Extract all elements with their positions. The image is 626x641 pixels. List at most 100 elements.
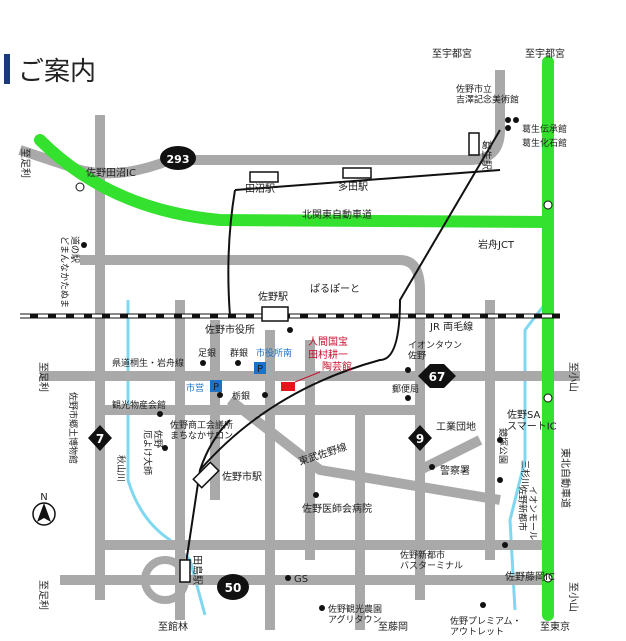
svg-text:佐野観光農園アグリタウン: 佐野観光農園アグリタウン <box>328 603 382 625</box>
svg-text:道の駅どまんなかたぬま: 道の駅どまんなかたぬま <box>59 236 81 308</box>
svg-text:佐野駅: 佐野駅 <box>258 291 288 303</box>
svg-text:50: 50 <box>225 581 242 595</box>
svg-text:佐野新都市バスターミナル: 佐野新都市バスターミナル <box>400 549 463 571</box>
railways <box>20 129 560 571</box>
svg-text:鏡塚公園: 鏡塚公園 <box>497 428 509 464</box>
svg-text:岩舟JCT: 岩舟JCT <box>478 238 515 251</box>
parking-icon-1 <box>254 362 266 374</box>
route-67-shield: 67 <box>418 364 456 388</box>
svg-text:至小山: 至小山 <box>567 582 579 612</box>
svg-text:至小山: 至小山 <box>567 362 579 392</box>
tobu-sano-line <box>199 129 501 471</box>
svg-text:至藤岡: 至藤岡 <box>378 621 408 633</box>
route-7-shield: 7 <box>88 425 112 451</box>
akiyama-river <box>126 300 207 616</box>
stations <box>179 132 480 583</box>
svg-text:7: 7 <box>96 432 104 446</box>
svg-text:イオンタウン佐野: イオンタウン佐野 <box>408 340 462 361</box>
svg-text:至宇都宮: 至宇都宮 <box>525 47 565 60</box>
sano-station-box <box>261 306 289 322</box>
sano-sa-node <box>543 393 553 403</box>
svg-text:田沼駅: 田沼駅 <box>245 182 275 195</box>
route-shields: 293 67 7 9 50 <box>88 146 456 600</box>
svg-text:葛生駅: 葛生駅 <box>480 140 493 170</box>
station-labels: 田沼駅 多田駅 葛生駅 佐野駅 佐野市駅 田島駅 <box>191 140 493 585</box>
svg-text:警察署: 警察署 <box>440 464 470 477</box>
svg-text:栃銀: 栃銀 <box>232 390 250 402</box>
route-293-shield: 293 <box>160 146 196 170</box>
svg-text:東北自動車道: 東北自動車道 <box>559 448 572 508</box>
route-9-shield: 9 <box>408 425 432 451</box>
svg-text:至足利: 至足利 <box>19 148 31 178</box>
svg-text:葛生伝承館: 葛生伝承館 <box>522 123 567 135</box>
sanoshi-station-box <box>192 461 220 489</box>
svg-text:P: P <box>213 382 219 393</box>
svg-text:田村耕一: 田村耕一 <box>308 348 348 361</box>
interchange-nodes <box>75 182 553 583</box>
svg-text:足銀: 足銀 <box>198 347 216 359</box>
kuzuu-station-box <box>468 132 480 156</box>
place-labels: 佐野市立吉澤記念美術館 葛生伝承館 葛生化石館 道の駅どまんなかたぬま ぱるぽー… <box>59 83 567 637</box>
svg-text:至足利: 至足利 <box>37 580 49 610</box>
svg-text:佐野藤岡IC: 佐野藤岡IC <box>505 571 555 583</box>
svg-text:N: N <box>40 492 47 503</box>
svg-text:イオンモール佐野新都市: イオンモール佐野新都市 <box>517 486 538 540</box>
svg-text:郵便局: 郵便局 <box>392 383 419 395</box>
tanuma-station-box <box>249 171 279 183</box>
tajima-station-box <box>179 559 191 583</box>
svg-text:至館林: 至館林 <box>158 620 188 633</box>
svg-text:田島駅: 田島駅 <box>191 555 204 585</box>
title-bar <box>4 54 10 84</box>
svg-text:P: P <box>257 364 263 375</box>
svg-text:至足利: 至足利 <box>37 362 49 392</box>
svg-text:佐野市駅: 佐野市駅 <box>222 470 262 483</box>
tada-station-box <box>342 167 372 179</box>
sanotanuma-ic-node <box>75 182 85 192</box>
sanofujioka-ic-node <box>543 573 553 583</box>
svg-text:GS: GS <box>294 574 308 585</box>
direction-labels: 至宇都宮 至宇都宮 至足利 至足利 至足利 至小山 至小山 至東京 至館林 至藤… <box>19 47 579 633</box>
svg-text:工業団地: 工業団地 <box>436 420 476 433</box>
svg-text:北関東自動車道: 北関東自動車道 <box>302 208 372 221</box>
svg-text:293: 293 <box>167 153 190 166</box>
svg-text:67: 67 <box>429 370 446 384</box>
svg-text:佐野市郷土博物館: 佐野市郷土博物館 <box>67 392 79 464</box>
map-title: ご案内 <box>18 57 96 87</box>
north-arrow-icon: N <box>32 492 56 526</box>
parking-icon-2 <box>210 380 222 392</box>
svg-text:佐野田沼IC: 佐野田沼IC <box>86 166 136 179</box>
museum-marker <box>281 382 295 391</box>
svg-text:県道桐生・岩舟線: 県道桐生・岩舟線 <box>112 357 184 369</box>
svg-text:至東京: 至東京 <box>540 620 570 633</box>
svg-text:多田駅: 多田駅 <box>338 180 368 193</box>
svg-text:人間国宝: 人間国宝 <box>308 335 348 348</box>
svg-text:市役所南: 市役所南 <box>256 347 292 359</box>
svg-text:三杉川: 三杉川 <box>519 460 531 487</box>
svg-text:9: 9 <box>416 432 424 446</box>
svg-text:ぱるぽーと: ぱるぽーと <box>310 283 360 295</box>
svg-text:葛生化石館: 葛生化石館 <box>522 137 567 149</box>
kitakanto-expressway <box>34 134 554 228</box>
svg-text:市営: 市営 <box>186 382 204 394</box>
svg-text:佐野市役所: 佐野市役所 <box>205 323 255 336</box>
svg-text:佐野厄よけ大師: 佐野厄よけ大師 <box>142 430 164 475</box>
svg-text:秋山川: 秋山川 <box>115 455 127 482</box>
parking-markers: P P <box>210 362 266 393</box>
svg-text:至宇都宮: 至宇都宮 <box>432 47 472 60</box>
iwafune-jct-node <box>543 200 553 210</box>
svg-text:観光物産会館: 観光物産会館 <box>112 399 166 411</box>
poi-dots <box>81 117 519 611</box>
route-50-shield: 50 <box>217 574 249 600</box>
svg-text:群銀: 群銀 <box>230 347 248 359</box>
svg-text:佐野市立吉澤記念美術館: 佐野市立吉澤記念美術館 <box>456 83 519 105</box>
svg-text:陶芸館: 陶芸館 <box>322 360 352 373</box>
svg-text:佐野プレミアム・アウトレット: 佐野プレミアム・アウトレット <box>450 615 521 637</box>
svg-text:JR 両毛線: JR 両毛線 <box>429 320 473 333</box>
expressways <box>34 56 554 621</box>
svg-text:佐野医師会病院: 佐野医師会病院 <box>302 502 372 515</box>
roads <box>18 70 580 630</box>
svg-text:佐野商工会議所まちなかサロン: 佐野商工会議所まちなかサロン <box>170 419 233 441</box>
